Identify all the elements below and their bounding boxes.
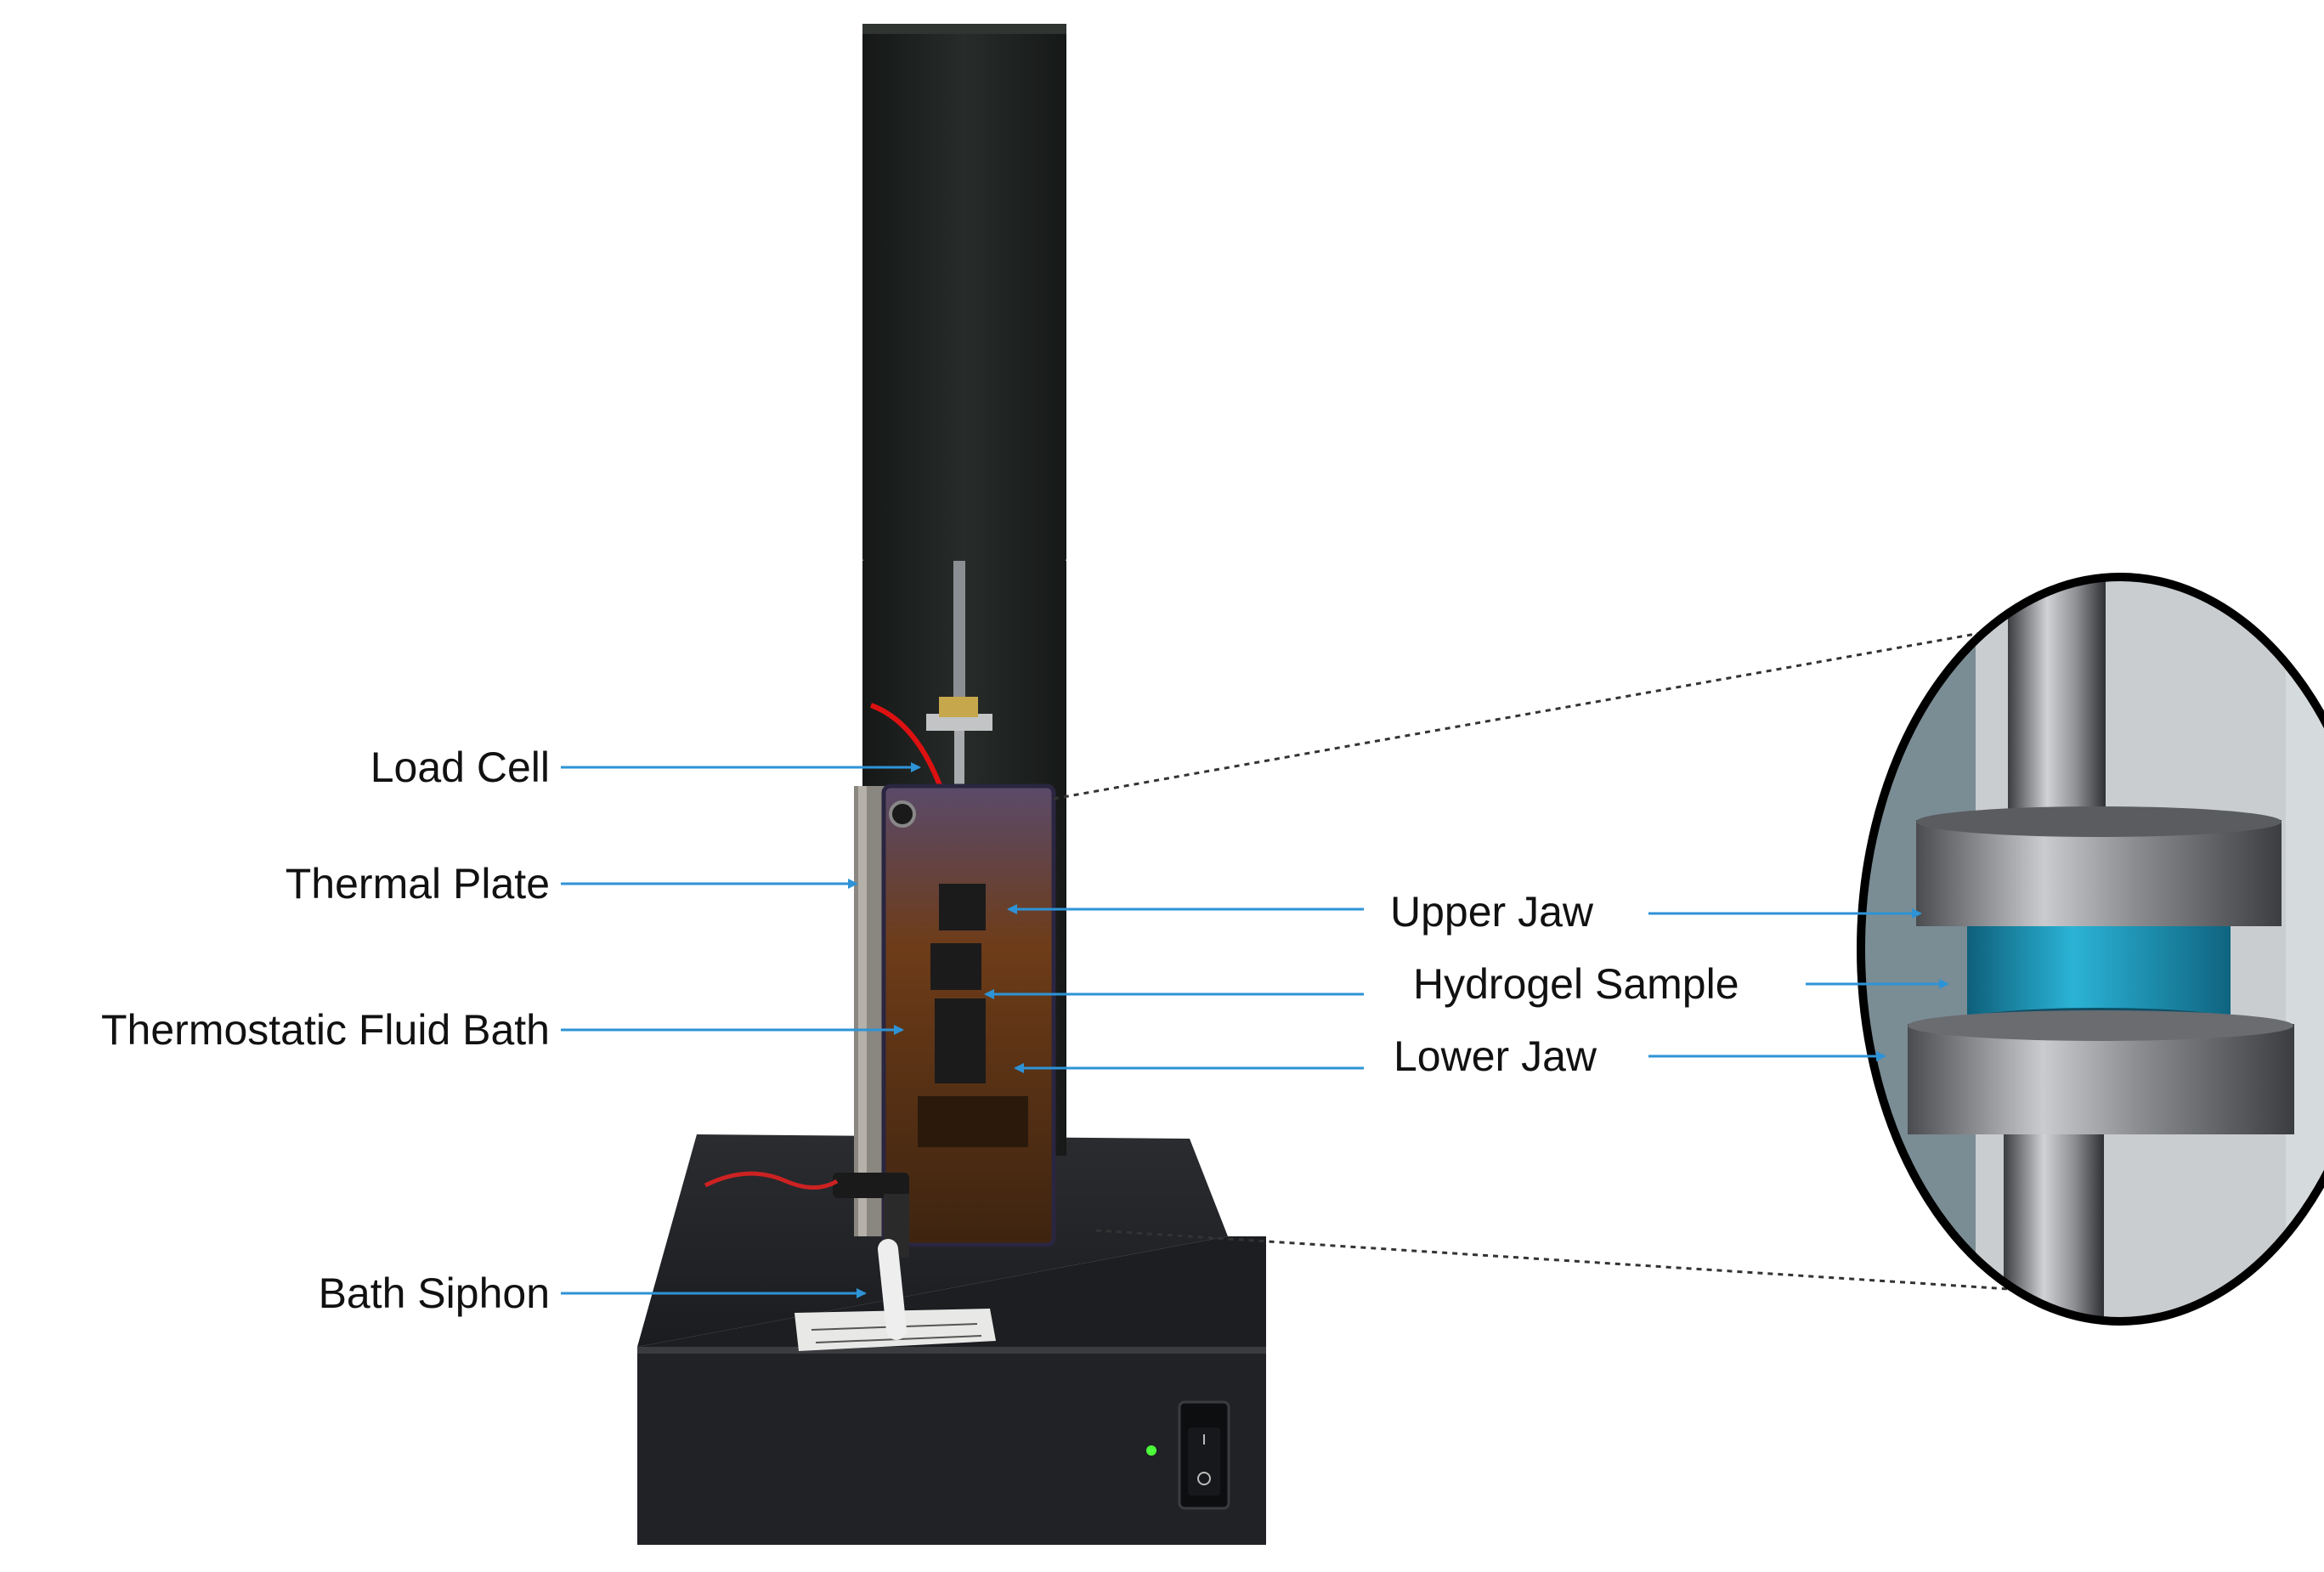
- inset-outline: [1857, 573, 2324, 1326]
- inset-lower-jaw: [1908, 1024, 2294, 1134]
- load-cell-wire: [869, 703, 946, 795]
- zoom-inset: [1857, 573, 2324, 1326]
- label-thermal-plate: Thermal Plate: [285, 860, 550, 908]
- actuator-rod: [953, 561, 965, 731]
- lower-jaw-part: [935, 998, 986, 1083]
- actuator-tower: [862, 24, 1066, 563]
- siphon-tube: [878, 1239, 907, 1340]
- label-load-cell: Load Cell: [370, 744, 550, 791]
- zoom-leader-top: [1053, 625, 2015, 800]
- inset-upper-rod: [2008, 577, 2106, 828]
- label-lower-jaw: Lower Jaw: [1394, 1032, 1597, 1080]
- load-cell-body: [939, 697, 978, 717]
- inset-hydrogel-sample: [1967, 926, 2231, 1020]
- base-front-panel: [637, 1347, 1266, 1545]
- zoom-leader-bottom: [1095, 1229, 2023, 1292]
- label-arrows: [561, 762, 1949, 1298]
- label-bath-siphon: Bath Siphon: [318, 1269, 550, 1317]
- apparatus: [637, 24, 1266, 1545]
- label-hydrogel-sample: Hydrogel Sample: [1413, 960, 1739, 1008]
- power-led: [1146, 1445, 1156, 1456]
- label-upper-jaw: Upper Jaw: [1390, 888, 1593, 936]
- label-fluid-bath: Thermostatic Fluid Bath: [101, 1006, 550, 1054]
- siphon-valve: [833, 1173, 909, 1198]
- inset-upper-jaw: [1916, 820, 2282, 926]
- upper-jaw-part: [939, 884, 986, 930]
